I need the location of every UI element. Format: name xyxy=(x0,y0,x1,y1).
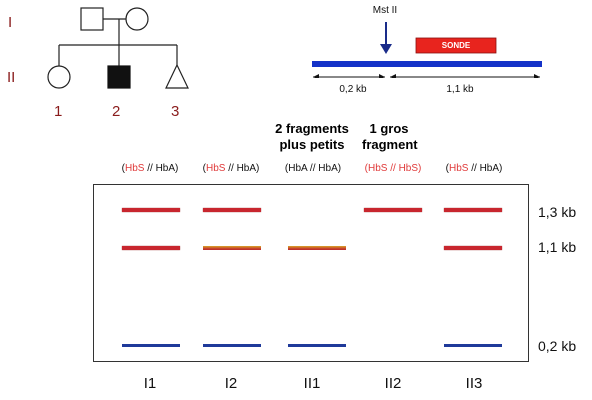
genotype-I1-allele-b: HbA xyxy=(155,163,176,174)
restriction-map xyxy=(312,22,542,78)
child-number-1: 1 xyxy=(54,103,63,120)
genotype-II1-allele-a: HbA xyxy=(288,163,308,174)
genotype-II2-sep: // xyxy=(387,163,399,174)
genotype-II1-sep: // xyxy=(307,163,319,174)
lane-label-II2: II2 xyxy=(384,375,402,392)
child-number-2: 2 xyxy=(112,103,121,120)
mother-circle xyxy=(125,7,149,31)
annotation-small-fragments: 2 fragments plus petits xyxy=(275,121,349,152)
genotype-I2-allele-b: HbA xyxy=(236,163,257,174)
genotype-I1: (HbS // HbA) xyxy=(121,163,179,174)
gel-band-II2-1_3kb xyxy=(364,208,422,212)
probe-label: SONDE xyxy=(441,41,471,50)
father-square xyxy=(80,7,104,31)
lane-label-II3: II3 xyxy=(465,375,483,392)
genotype-I2: (HbS // HbA) xyxy=(202,163,260,174)
generation-label-I: I xyxy=(8,14,13,31)
gel-band-II3-1_3kb xyxy=(444,208,502,212)
gel-band-II3-1_1kb xyxy=(444,246,502,250)
genotype-I1-sep: // xyxy=(144,163,156,174)
segment-long-left-arrowhead xyxy=(390,74,396,78)
lane-label-I1: I1 xyxy=(143,375,157,392)
genotype-II2-allele-a: HbS xyxy=(367,163,388,174)
size-label-1.1kb: 1,1 kb xyxy=(538,239,577,255)
segment-short-right-arrowhead xyxy=(379,74,385,78)
gel-band-I1-1_3kb xyxy=(122,208,180,212)
annotation-large-fragment: 1 gros fragment xyxy=(362,121,418,152)
child3-triangle xyxy=(165,63,189,89)
segment-label-long: 1,1 kb xyxy=(446,84,474,95)
gel-band-I1-1_1kb xyxy=(122,246,180,250)
gel-panel xyxy=(93,184,529,362)
gel-band-I1-0_2kb xyxy=(122,344,180,347)
child-number-3: 3 xyxy=(171,103,180,120)
enzyme-cut-arrowhead xyxy=(380,44,392,54)
gel-band-II1-0_2kb xyxy=(288,344,346,347)
genotype-I1-allele-a: HbS xyxy=(124,163,145,174)
dna-bar xyxy=(312,61,542,67)
lane-label-II1: II1 xyxy=(303,375,321,392)
genotype-II3: (HbS // HbA) xyxy=(445,163,503,174)
gel-band-I2-1_1kb xyxy=(203,246,261,250)
genotype-I2-sep: // xyxy=(225,163,237,174)
gel-band-II3-0_2kb xyxy=(444,344,502,347)
lane-label-I2: I2 xyxy=(224,375,238,392)
segment-long-right-arrowhead xyxy=(534,74,540,78)
child1-female-circle xyxy=(47,65,71,89)
generation-label-II: II xyxy=(7,69,16,86)
child2-affected-square xyxy=(107,65,131,89)
genotype-II3-allele-b: HbA xyxy=(479,163,500,174)
probe-box xyxy=(415,37,497,54)
genotype-II3-sep: // xyxy=(468,163,480,174)
genotype-II3-allele-a: HbS xyxy=(448,163,469,174)
genotype-II2: (HbS // HbS) xyxy=(364,163,422,174)
genotype-I2-allele-a: HbS xyxy=(205,163,226,174)
genotype-II1-allele-b: HbA xyxy=(318,163,338,174)
gel-band-I2-0_2kb xyxy=(203,344,261,347)
genotype-II1: (HbA // HbA) xyxy=(284,163,342,174)
gel-band-II1-1_1kb xyxy=(288,246,346,250)
enzyme-label: Mst II xyxy=(372,5,398,16)
pedigree-chart xyxy=(47,7,189,89)
size-label-0.2kb: 0,2 kb xyxy=(538,338,577,354)
gel-band-I2-1_3kb xyxy=(203,208,261,212)
segment-short-left-arrowhead xyxy=(313,74,319,78)
size-label-1.3kb: 1,3 kb xyxy=(538,204,577,220)
segment-label-short: 0,2 kb xyxy=(339,84,367,95)
genotype-II2-allele-b: HbS xyxy=(398,163,419,174)
